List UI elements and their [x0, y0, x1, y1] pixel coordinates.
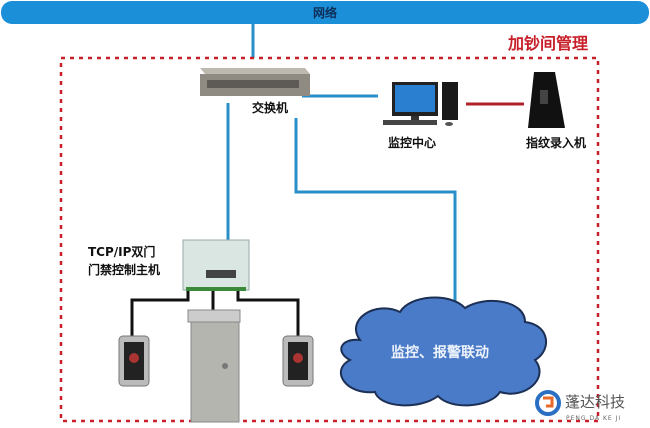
- network-label: 网络: [313, 5, 337, 20]
- cloud-icon: [339, 296, 548, 407]
- watermark-name: 蓬达科技: [565, 393, 625, 411]
- wires: [130, 291, 300, 336]
- computer-icon: [383, 82, 458, 126]
- controller-label-line1: TCP/IP双门: [88, 244, 155, 259]
- link-switch-cloud: [294, 118, 457, 306]
- switch-label: 交换机: [252, 100, 288, 115]
- fingerprint-enroll-label: 指纹录入机: [526, 135, 586, 150]
- watermark-pinyin: PENG DA KE JI: [566, 415, 621, 422]
- network-bar: 网络: [1, 1, 649, 24]
- links: [226, 94, 457, 306]
- switch-icon: [200, 68, 310, 96]
- monitor-center-label: 监控中心: [388, 135, 436, 150]
- watermark-logo: 蓬达科技 PENG DA KE JI: [535, 390, 625, 422]
- fingerprint-reader-icon: [118, 335, 150, 387]
- cloud-label: 监控、报警联动: [391, 344, 489, 361]
- door-icon: [187, 309, 241, 423]
- zone-title: 加钞间管理: [507, 34, 588, 53]
- controller-label-line2: 门禁控制主机: [88, 262, 160, 277]
- fingerprint-enroll-icon: [528, 72, 565, 128]
- controller-board-icon: [182, 239, 250, 291]
- fingerprint-reader-icon: [282, 335, 314, 387]
